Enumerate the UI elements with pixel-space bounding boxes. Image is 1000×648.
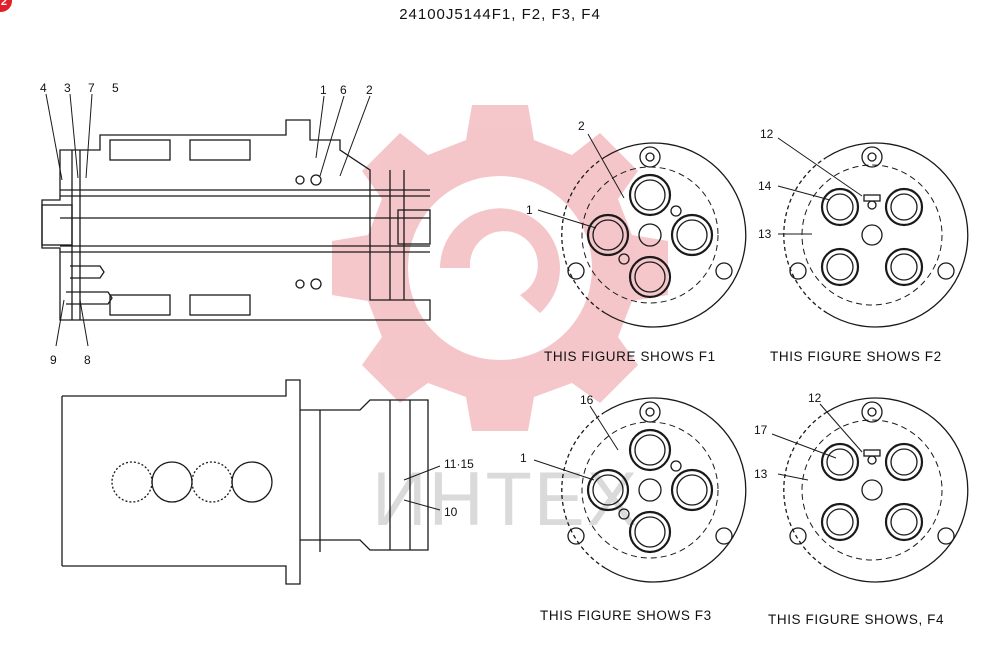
lower-outline-view [61,379,441,585]
callout-1: 1 [320,83,327,97]
f3-callout-16: 16 [580,393,594,407]
callout-11-15: 11·15 [444,457,474,471]
f1-callout-1: 1 [526,203,533,217]
f2-end-view [783,142,969,328]
f2-callout-13: 13 [758,227,772,241]
caption-f4: THIS FIGURE SHOWS, F4 [768,612,945,627]
diagram-title: 24100J5144F1, F2, F3, F4 [399,6,601,23]
f2-callout-12: 12 [760,127,774,141]
f1-end-view [561,142,747,328]
callout-6: 6 [340,83,347,97]
f2-callout-14: 14 [758,179,772,193]
f3-callout-1: 1 [520,451,527,465]
f4-callout-13: 13 [754,467,768,481]
caption-f1: THIS FIGURE SHOWS F1 [544,349,716,364]
f4-callout-17: 17 [754,423,768,437]
side-view-leaders [45,93,371,347]
callout-3: 3 [64,81,71,95]
f1-callout-2: 2 [578,119,585,133]
watermark-logo-text: ИНТЕХ [372,457,640,542]
f4-callout-12: 12 [808,391,822,405]
f4-end-view [783,397,969,583]
callout-10: 10 [444,505,458,519]
callout-8: 8 [84,353,91,367]
side-section-view [41,119,431,321]
callout-4: 4 [40,81,47,95]
callout-7: 7 [88,81,95,95]
callout-2: 2 [366,83,373,97]
caption-f3: THIS FIGURE SHOWS F3 [540,608,712,623]
callout-9: 9 [50,353,57,367]
f3-end-view [561,397,747,583]
caption-f2: THIS FIGURE SHOWS F2 [770,349,942,364]
callout-5: 5 [112,81,119,95]
